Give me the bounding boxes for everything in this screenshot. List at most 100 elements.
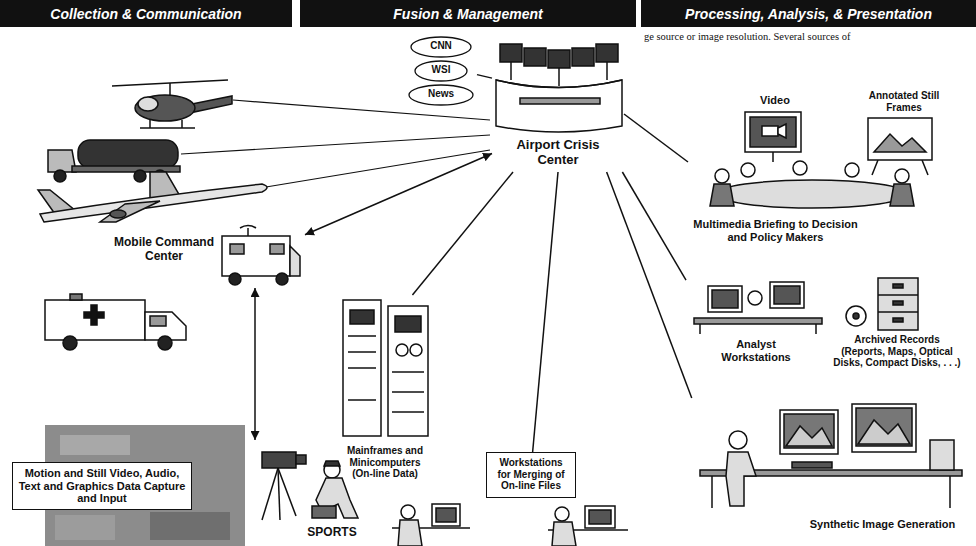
connector-line	[477, 75, 492, 79]
analyst-desk-part	[748, 291, 762, 305]
workstation-figures-part	[585, 506, 615, 528]
analyst-desk-part	[774, 286, 800, 304]
connector-line	[305, 153, 492, 234]
camera-crew-part	[262, 468, 278, 520]
helicopter-part	[135, 95, 195, 121]
node-label: Archived Records (Reports, Maps, Optical…	[832, 334, 962, 369]
display-label: Video	[750, 94, 800, 107]
band-title: Collection & Communication	[50, 6, 241, 22]
briefing-room-part	[874, 134, 926, 152]
connector-line	[412, 172, 513, 295]
analyst-desk-part	[770, 282, 804, 308]
ambulance-part	[158, 336, 172, 350]
synthetic-station-part	[729, 431, 747, 449]
briefing-room-part	[868, 118, 932, 160]
node-label: News	[415, 88, 467, 100]
command-van-part	[230, 244, 244, 254]
briefing-room-part	[762, 126, 778, 136]
crisis-center: Airport Crisis Center	[492, 34, 624, 172]
mainframe-racks-part	[392, 391, 424, 393]
command-van-part	[290, 246, 300, 276]
crisis-console-part	[572, 48, 594, 66]
fuel-truck-part	[134, 170, 146, 182]
synthetic-station-part	[930, 440, 954, 470]
synthetic-station-part	[726, 452, 756, 506]
node-label: Analyst Workstations	[706, 338, 806, 363]
node-label: SPORTS	[298, 526, 366, 540]
mainframe-racks: Mainframes and Minicomputers (On-line Da…	[335, 295, 435, 500]
camera-crew-part	[278, 468, 280, 520]
node-label: Mainframes and Minicomputers (On-line Da…	[339, 445, 431, 480]
crisis-console-part	[606, 62, 608, 80]
camera-crew	[262, 452, 358, 520]
synthetic-station-part	[852, 404, 916, 452]
workstation-figures-part	[436, 508, 456, 522]
node-label: Mobile Command Center	[110, 236, 218, 264]
mainframe-racks-part	[343, 300, 381, 436]
synthetic-station-part	[792, 462, 832, 468]
node-label: Synthetic Image Generation	[795, 518, 970, 531]
workstation-figures	[392, 504, 628, 546]
briefing-room-part	[890, 184, 914, 206]
camera-crew-part	[312, 506, 336, 518]
section-band: Processing, Analysis, & Presentation	[641, 0, 976, 27]
mainframe-racks-part	[348, 335, 376, 337]
cloud-puff	[409, 85, 473, 105]
archive-cabinet-part	[878, 278, 918, 330]
ambulance-part	[91, 305, 97, 325]
photo-backdrop-part	[55, 515, 115, 540]
analyst-desk-part	[699, 324, 701, 334]
briefing-room-part	[922, 160, 928, 175]
display-label: Annotated Still Frames	[864, 90, 944, 113]
command-van-part	[247, 228, 249, 236]
mainframe-racks-part	[350, 310, 374, 324]
archive-cabinet-part	[846, 306, 866, 326]
helicopter-part	[181, 120, 183, 128]
airliner-part	[110, 210, 126, 218]
connector-line	[533, 172, 558, 452]
workstation-figures-part	[398, 520, 422, 546]
crisis-console-part	[500, 44, 522, 62]
synthetic-station-part	[780, 410, 838, 454]
crisis-console-part	[558, 68, 560, 86]
briefing-room-part	[872, 160, 878, 175]
synthetic-station	[700, 404, 962, 508]
ambulance-part	[63, 336, 77, 350]
synthetic-station-part	[858, 420, 910, 444]
airliner-part	[100, 201, 160, 222]
ambulance-part	[150, 316, 166, 326]
helicopter-part	[169, 83, 171, 96]
workstation-figures-part	[552, 522, 576, 546]
briefing-room: Multimedia Briefing to Decision and Poli…	[688, 90, 968, 252]
helicopter	[112, 80, 232, 128]
command-van-part	[240, 226, 256, 229]
synthetic-station: Synthetic Image Generation	[690, 398, 972, 540]
analyst-desk-part	[712, 290, 738, 308]
mainframe-racks-part	[388, 306, 428, 436]
section-band: Fusion & Management	[300, 0, 636, 27]
briefing-room-part	[717, 180, 907, 208]
ambulance	[45, 294, 186, 350]
connector-line	[622, 172, 686, 280]
photo-backdrop-part	[60, 435, 130, 455]
node-label: WSI	[421, 64, 461, 76]
mainframe-racks-part	[348, 351, 376, 353]
section-band: Collection & Communication	[0, 0, 292, 27]
synthetic-station-part	[711, 476, 713, 508]
ambulance-part	[45, 300, 145, 340]
briefing-room-part	[845, 163, 859, 177]
command-van-part	[222, 236, 290, 276]
analyst-desk: Analyst Workstations	[686, 266, 826, 370]
fuel-truck-part	[78, 140, 178, 168]
synthetic-station-part	[856, 408, 912, 446]
archive-cabinet	[846, 278, 918, 330]
crisis-console-part	[524, 48, 546, 66]
archive-cabinet-part	[853, 313, 859, 319]
crisis-console-part	[548, 50, 570, 68]
connector-line	[254, 288, 256, 440]
connector-line	[624, 114, 688, 162]
command-van-part	[276, 273, 288, 285]
cloud-puff	[415, 61, 467, 81]
mainframe-racks-part	[410, 344, 422, 356]
camera-crew-part	[278, 468, 296, 516]
